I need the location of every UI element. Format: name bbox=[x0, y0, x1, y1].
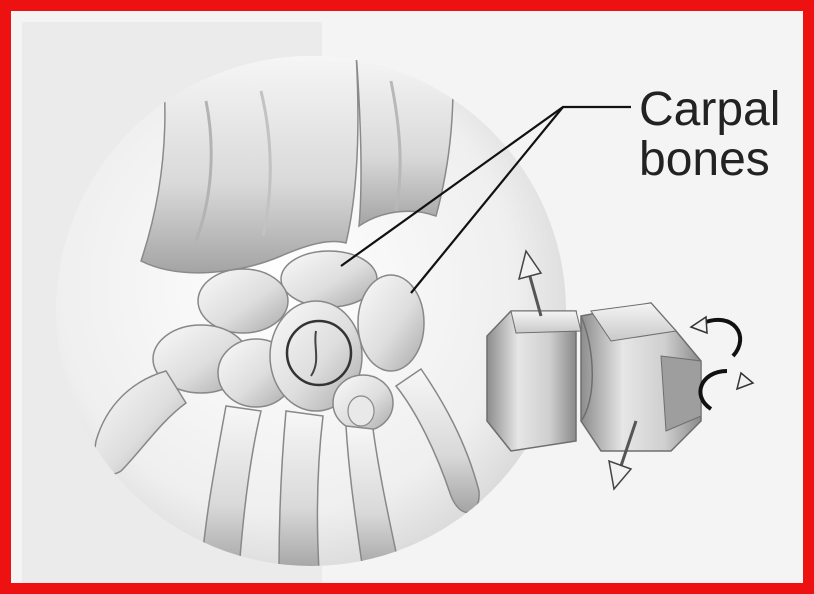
ulna-bone bbox=[356, 51, 453, 226]
label-line-2: bones bbox=[639, 133, 770, 186]
carpal-bone-scaphoid bbox=[198, 269, 288, 333]
joint-block-model bbox=[487, 303, 701, 451]
label-line-1: Carpal bbox=[639, 83, 780, 136]
carpal-bones-label: Carpal bones bbox=[639, 85, 780, 185]
metacarpal-3 bbox=[279, 411, 323, 571]
